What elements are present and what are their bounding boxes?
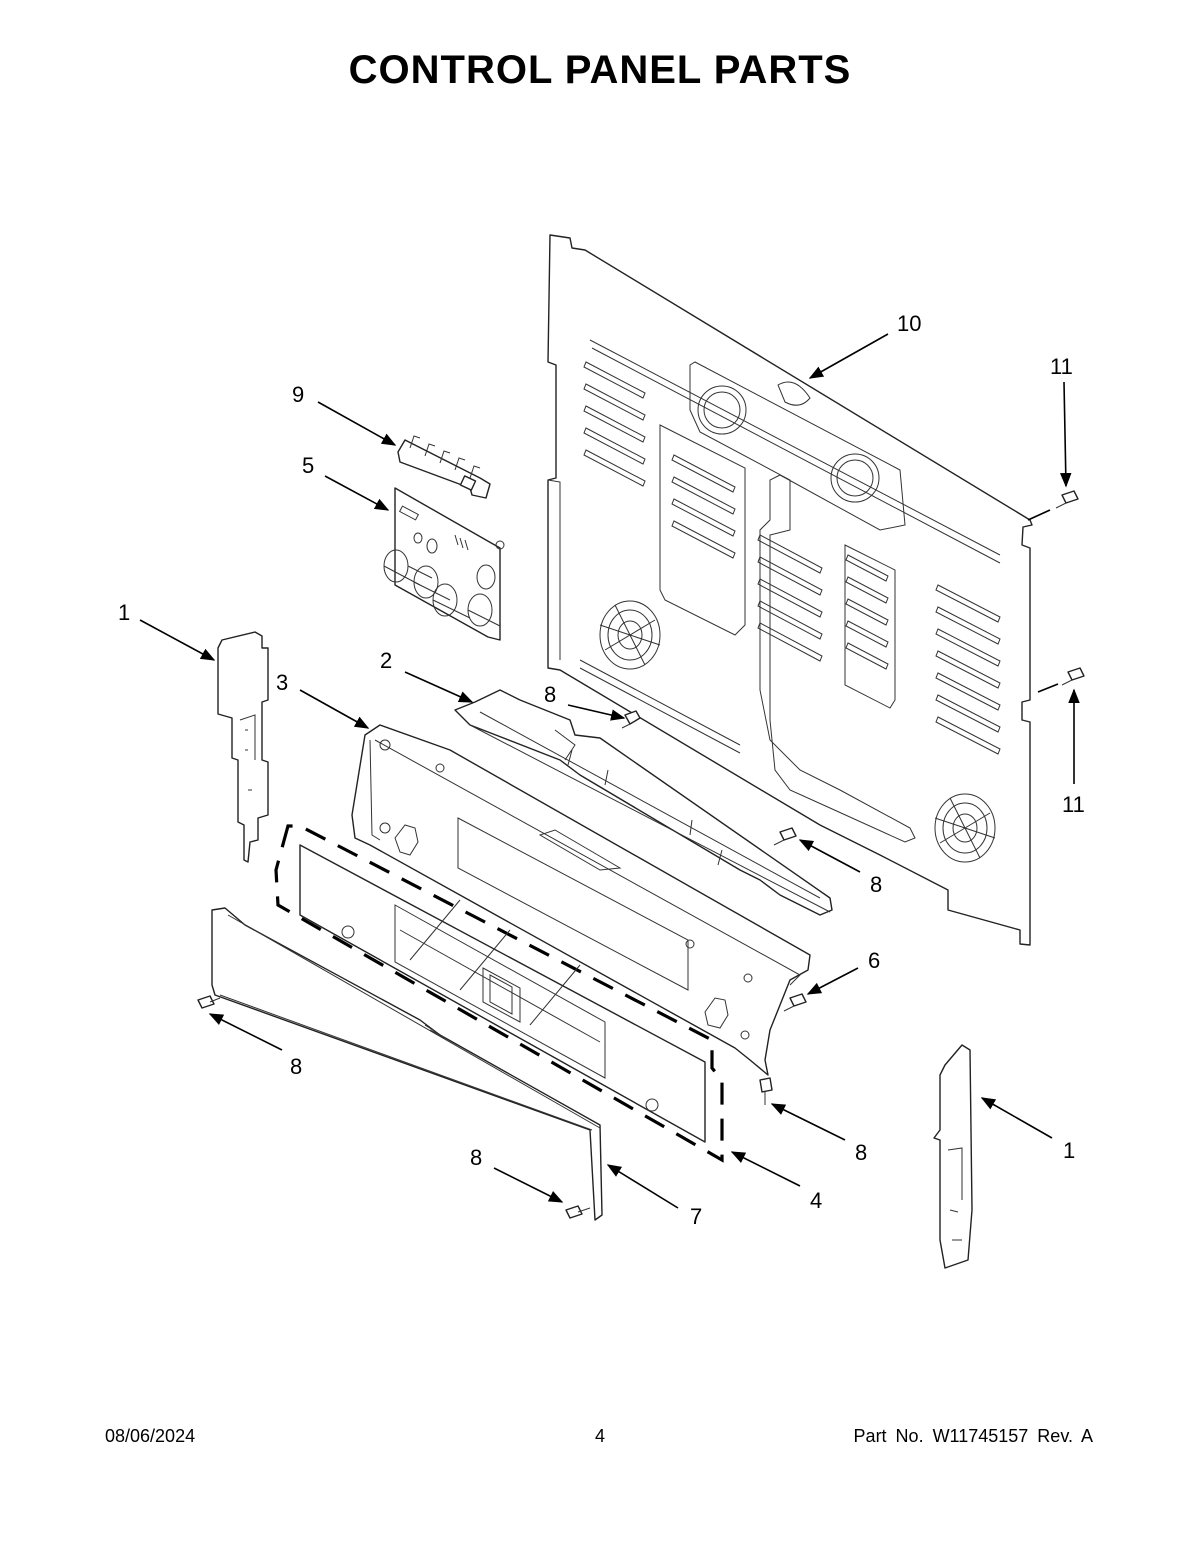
part-7-trim [211,907,603,1221]
part-2-channel [454,689,833,916]
callout-2: 2 [380,648,392,673]
callout-9: 9 [292,382,304,407]
callout-8-bottom: 8 [470,1145,482,1170]
screw-fasteners [197,490,1085,1219]
part-1-right-side-bracket [933,1044,973,1269]
callout-8-top: 8 [544,682,556,707]
footer-date: 08/06/2024 [105,1426,196,1446]
part-4-console [299,844,706,1143]
callout-1-right: 1 [1063,1138,1075,1163]
page-title: CONTROL PANEL PARTS [348,48,852,92]
callout-6: 6 [868,948,880,973]
part-10-rear-panel [547,234,1033,946]
leader-lines [139,333,1080,1209]
callout-3: 3 [276,670,288,695]
footer-page-number: 4 [594,1426,605,1446]
callout-11-top: 11 [1050,354,1073,379]
part-5-control-board [383,487,505,641]
callout-8-left: 8 [290,1054,302,1079]
part-4-dashed-outline [274,824,724,1163]
part-9-terminal-block [397,435,491,499]
callout-5: 5 [302,453,314,478]
footer-part-number: Part No. W11745157 Rev. A [853,1426,1093,1446]
callout-11-bottom: 11 [1062,792,1085,817]
callout-4: 4 [810,1188,822,1213]
callout-10: 10 [897,311,921,336]
callout-8-lower-right: 8 [855,1140,867,1165]
part-1-left-side-bracket [217,631,269,863]
part-3-panel-housing [351,724,811,1076]
callout-1-left: 1 [118,600,130,625]
callout-8-right: 8 [870,872,882,897]
callout-7: 7 [690,1204,702,1229]
